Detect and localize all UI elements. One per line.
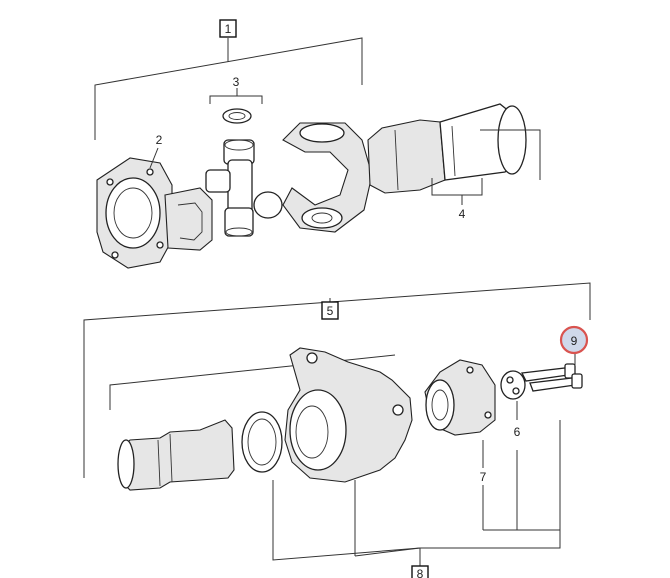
assembly-5 — [83, 282, 591, 566]
highlight-ring[interactable] — [559, 325, 589, 355]
bearing-flange-part-7 — [424, 359, 496, 436]
o-ring — [241, 411, 283, 473]
label-6: 6 — [514, 425, 521, 439]
label-2: 2 — [156, 133, 163, 147]
callout-5: 5 — [321, 301, 339, 320]
universal-joint-cross — [205, 139, 283, 237]
label-9[interactable]: 9 — [571, 334, 578, 348]
bolts-part-9 — [521, 363, 583, 392]
flange-part-2 — [96, 157, 213, 269]
housing — [284, 347, 413, 483]
label-8: 8 — [417, 567, 424, 578]
label-4: 4 — [459, 207, 466, 221]
yoke — [282, 122, 373, 233]
label-7: 7 — [480, 470, 487, 484]
gasket-part-6 — [500, 370, 526, 400]
callout-9-highlighted[interactable]: 9 — [559, 325, 589, 355]
label-3: 3 — [233, 75, 240, 89]
snap-ring-part-3 — [222, 108, 252, 124]
callout-8: 8 — [411, 565, 429, 578]
shaft-part-4 — [367, 103, 527, 194]
callout-1: 1 — [219, 19, 237, 38]
label-5: 5 — [327, 304, 334, 318]
assembly-1 — [94, 37, 541, 269]
label-1: 1 — [225, 22, 232, 36]
boot — [117, 419, 235, 491]
